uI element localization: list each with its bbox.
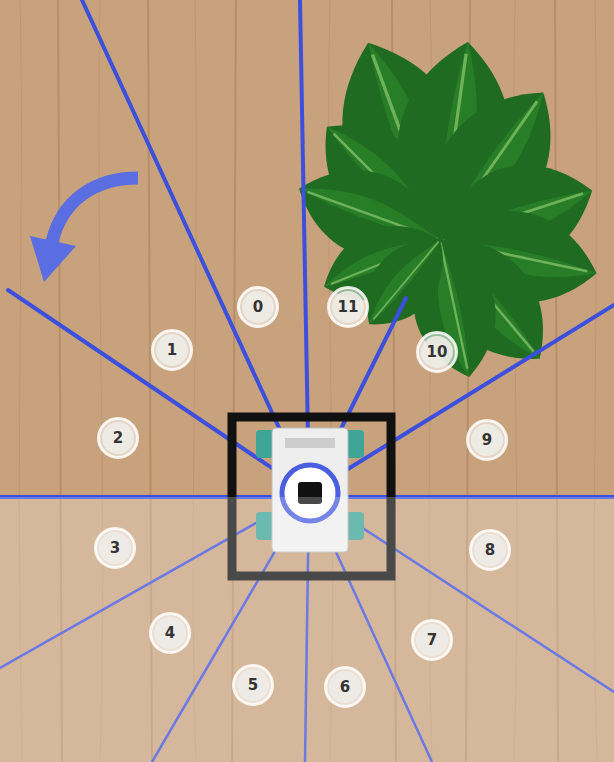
sector-number: 9 (466, 419, 508, 461)
robot-wheel (346, 430, 364, 458)
number-holder: 2 (97, 417, 139, 459)
circle-core (156, 334, 188, 366)
circle-core (474, 534, 506, 566)
callout-number: 8 (485, 541, 495, 559)
circle-ring (471, 531, 510, 570)
lower-shade (0, 497, 614, 762)
sector-number: 0 (237, 286, 279, 328)
sector-number: 1 (151, 329, 193, 371)
callout-number: 5 (248, 676, 258, 694)
sector-number: 3 (94, 527, 136, 569)
callout-number: 10 (427, 343, 448, 361)
robot-board (285, 438, 335, 448)
arrow-curve (52, 178, 138, 242)
callout-number: 9 (482, 431, 492, 449)
sector-number: 5 (232, 664, 274, 706)
circle-core (329, 671, 361, 703)
callout-number: 1 (167, 341, 177, 359)
callout-number: 7 (427, 631, 437, 649)
circle-ring (413, 621, 452, 660)
number-holder: 7 (411, 619, 453, 661)
number-holder: 1 (151, 329, 193, 371)
circle-ring (234, 666, 273, 705)
number-holder: 6 (324, 666, 366, 708)
number-holder: 0 (237, 286, 279, 328)
number-holder: 3 (94, 527, 136, 569)
number-holder: 4 (149, 612, 191, 654)
sector-number: 6 (324, 666, 366, 708)
sector-lines (0, 0, 614, 497)
callout-number: 4 (165, 624, 175, 642)
rotation-arrow (30, 178, 138, 282)
number-holder: 5 (232, 664, 274, 706)
sector-line (309, 305, 614, 493)
circle-ring (153, 331, 192, 370)
circle-ring (239, 288, 278, 327)
sector-number: 2 (97, 417, 139, 459)
number-holder: 8 (469, 529, 511, 571)
sector-number: 4 (149, 612, 191, 654)
sector-lines-lower (0, 493, 614, 762)
sector-number: 8 (469, 529, 511, 571)
sector-number: 7 (411, 619, 453, 661)
number-holder: 10 (416, 331, 458, 373)
number-holder: 9 (466, 419, 508, 461)
callout-number: 6 (340, 678, 350, 696)
callout-number: 0 (253, 298, 263, 316)
circle-core (102, 422, 134, 454)
number-holder: 11 (327, 286, 369, 328)
callout-number: 2 (113, 429, 123, 447)
sector-line (8, 290, 309, 493)
circle-core (471, 424, 503, 456)
sector-number: 10 (416, 331, 458, 373)
circle-ring (99, 419, 138, 458)
leaf (346, 220, 464, 344)
robot-wheel (256, 430, 274, 458)
circle-ring (418, 333, 457, 372)
circle-ring (96, 529, 135, 568)
circle-core (332, 291, 364, 323)
circle-ring (329, 288, 368, 327)
circle-ring (468, 421, 507, 460)
circle-core (237, 669, 269, 701)
circle-core (416, 624, 448, 656)
circle-core (154, 617, 186, 649)
potted-plant (285, 23, 607, 387)
callout-number: 11 (338, 298, 359, 316)
circle-core (421, 336, 453, 368)
circle-core (242, 291, 274, 323)
circle-ring (326, 668, 365, 707)
callout-number: 3 (110, 539, 120, 557)
circle-core (99, 532, 131, 564)
circle-ring (151, 614, 190, 653)
sector-number: 11 (327, 286, 369, 328)
arrow-head (30, 236, 76, 282)
